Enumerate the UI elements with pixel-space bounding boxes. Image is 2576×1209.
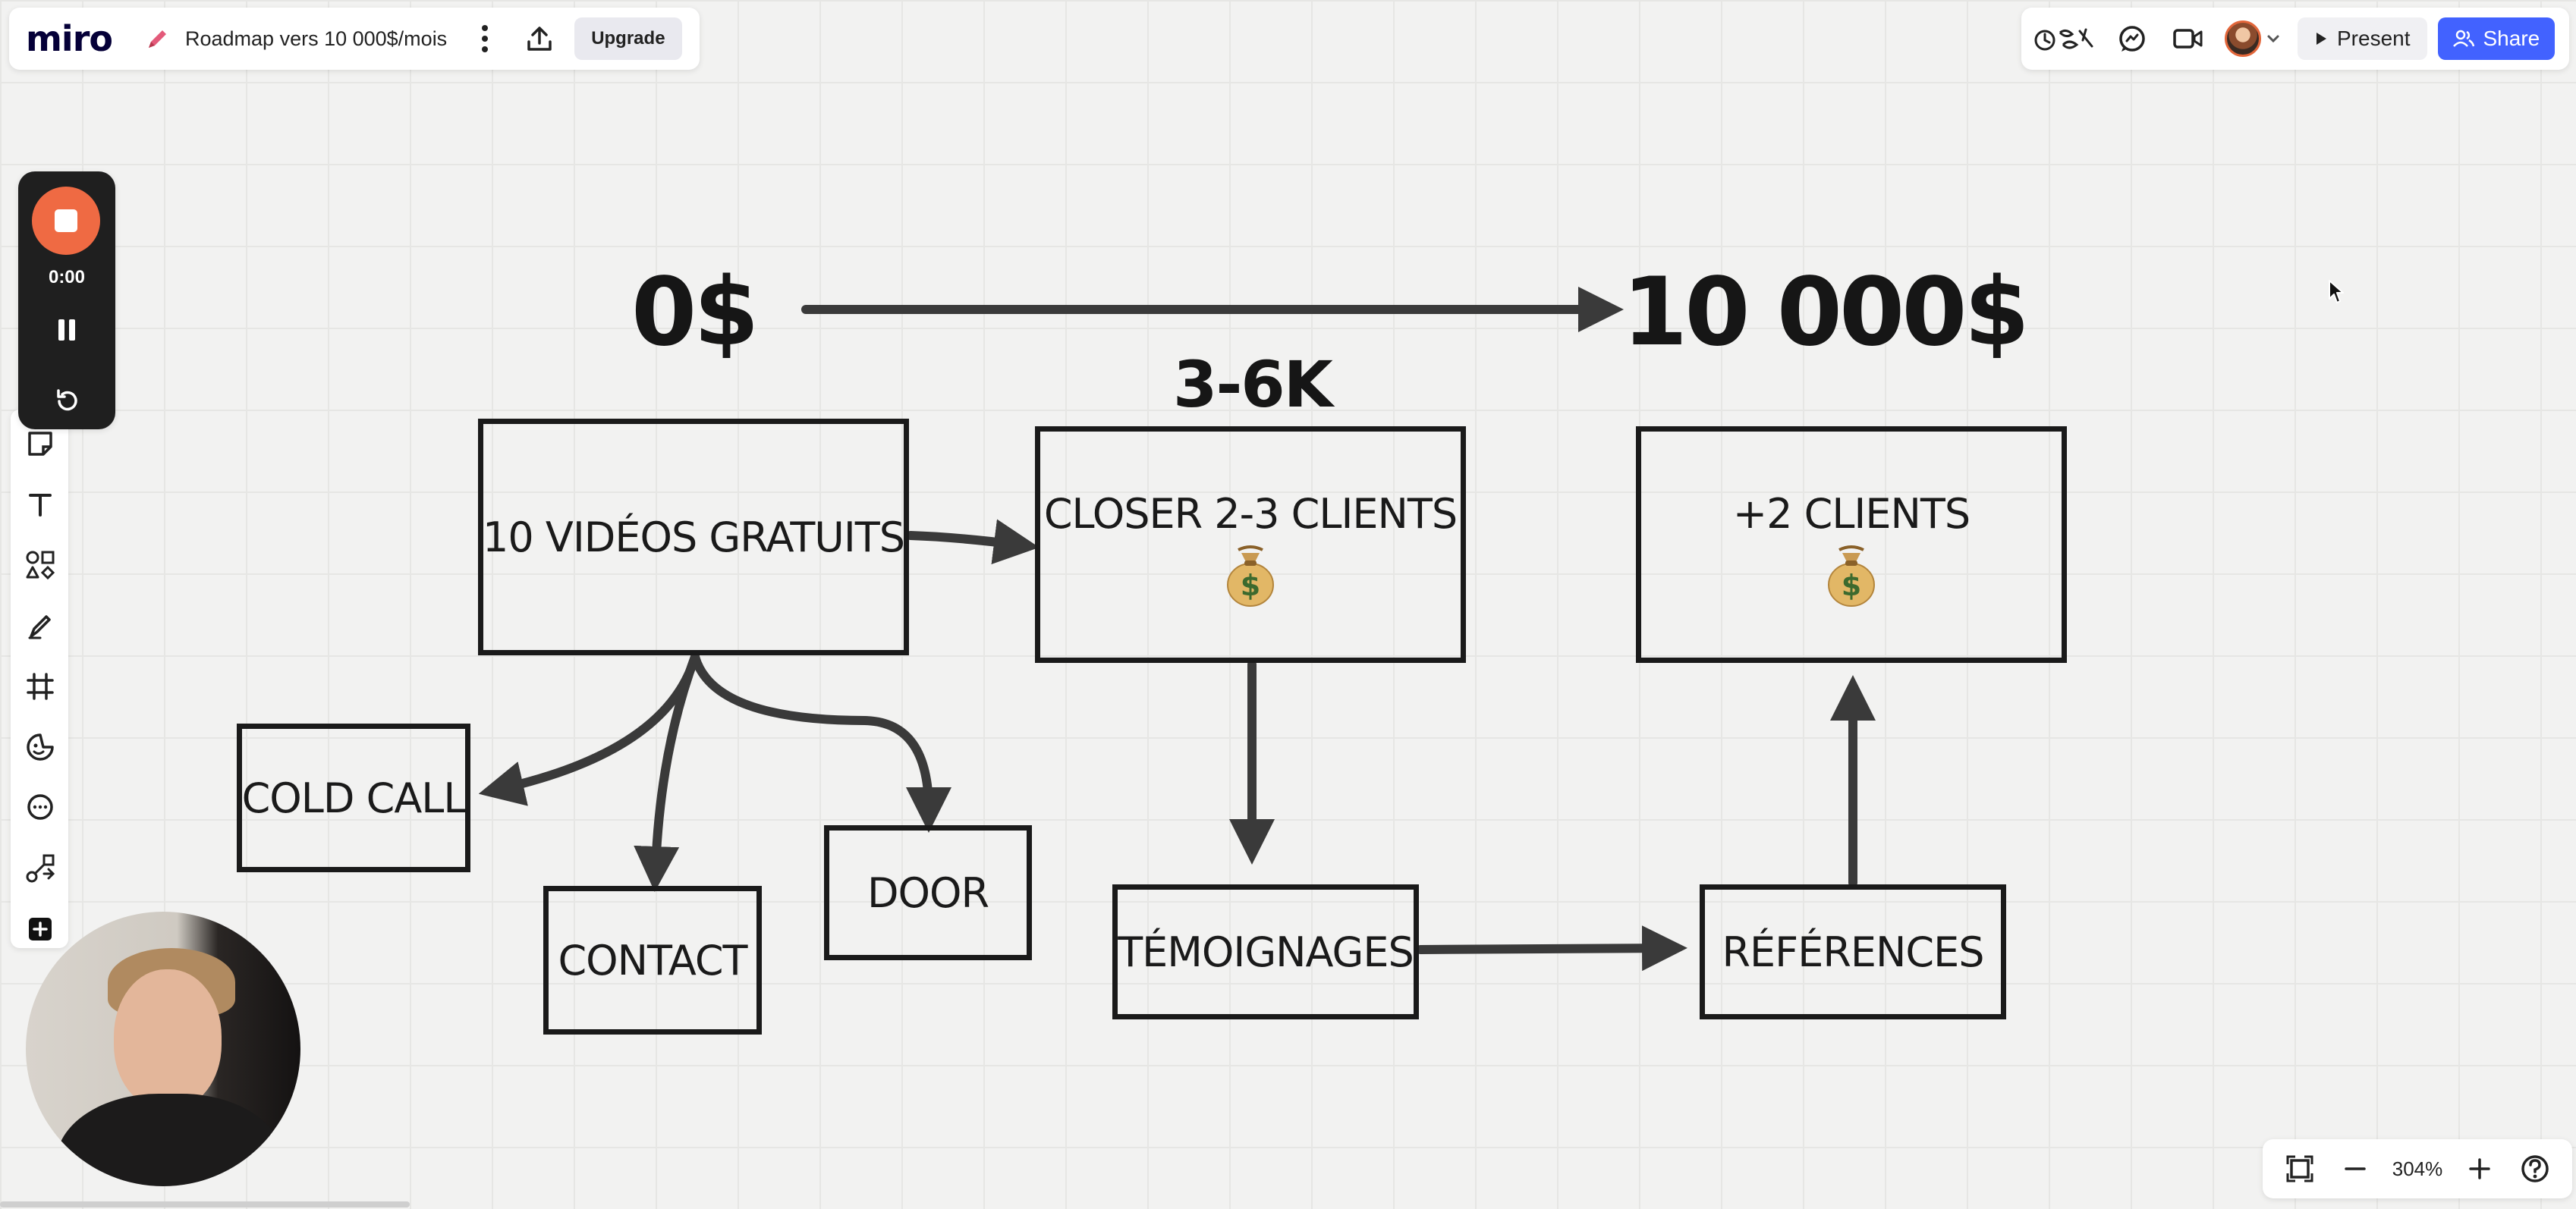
upload-icon[interactable]: [518, 17, 561, 60]
node-closer-clients[interactable]: CLOSER 2-3 CLIENTS $: [1035, 426, 1466, 663]
node-label: TÉMOIGNAGES: [1118, 928, 1414, 976]
start-amount-label[interactable]: 0$: [631, 258, 760, 367]
node-contact[interactable]: CONTACT: [543, 886, 762, 1035]
collaboration-toolbar: Present Share: [2021, 8, 2569, 70]
present-button[interactable]: Present: [2298, 17, 2427, 60]
node-label: CONTACT: [558, 936, 747, 984]
milestone-amount-label[interactable]: 3-6K: [1173, 347, 1333, 422]
user-menu[interactable]: [2225, 20, 2281, 57]
connection-line-icon[interactable]: [21, 849, 59, 887]
zoom-in-icon[interactable]: [2461, 1150, 2499, 1188]
avatar[interactable]: [2225, 20, 2261, 57]
more-options-icon[interactable]: [470, 20, 500, 58]
node-testimonials[interactable]: TÉMOIGNAGES: [1112, 884, 1419, 1019]
fit-to-screen-icon[interactable]: [2281, 1150, 2319, 1188]
arrow-videos-to-coldcall: [478, 652, 700, 806]
svg-text:$: $: [1842, 569, 1861, 602]
node-door[interactable]: DOOR: [824, 825, 1032, 960]
node-free-videos[interactable]: 10 VIDÉOS GRATUITS: [478, 419, 909, 655]
creation-toolbar: [11, 410, 68, 948]
screen-recorder: 0:00: [18, 171, 115, 429]
present-label: Present: [2337, 27, 2411, 50]
chat-icon[interactable]: [2109, 16, 2155, 61]
text-tool-icon[interactable]: [21, 485, 59, 523]
node-references[interactable]: RÉFÉRENCES: [1700, 884, 2006, 1019]
webcam-person-body: [56, 1094, 284, 1186]
money-bag-icon: $: [1823, 542, 1880, 608]
sticker-icon[interactable]: [21, 728, 59, 766]
stop-recording-button[interactable]: [32, 187, 100, 255]
arrow-videos-to-contact: [634, 652, 700, 892]
horizontal-scrollbar[interactable]: [0, 1201, 410, 1207]
chevron-down-icon[interactable]: [2266, 33, 2281, 44]
arrow-videos-to-closer: [906, 519, 1040, 565]
pause-icon[interactable]: [52, 311, 82, 349]
reactions-icon[interactable]: [2030, 16, 2099, 61]
zoom-controls: 304%: [2263, 1139, 2572, 1198]
board-toolbar: miro Roadmap vers 10 000$/mois Upgrade: [9, 8, 700, 70]
frame-icon[interactable]: [21, 667, 59, 705]
comment-icon[interactable]: [21, 789, 59, 827]
node-plus-two-clients[interactable]: +2 CLIENTS $: [1636, 426, 2067, 663]
webcam-person-face: [114, 969, 222, 1109]
video-call-icon[interactable]: [2166, 16, 2211, 61]
add-apps-icon[interactable]: [21, 910, 59, 948]
sticky-note-icon[interactable]: [21, 425, 59, 463]
arrow-temoignages-to-references: [1416, 925, 1687, 972]
webcam-overlay[interactable]: [26, 912, 300, 1186]
help-icon[interactable]: [2516, 1150, 2554, 1188]
zoom-level[interactable]: 304%: [2392, 1157, 2443, 1180]
goal-amount-label[interactable]: 10 000$: [1622, 258, 2030, 367]
miro-logo[interactable]: miro: [26, 18, 113, 59]
share-label: Share: [2483, 27, 2540, 50]
node-label: DOOR: [867, 868, 989, 917]
mouse-cursor-icon: [2328, 279, 2346, 305]
money-bag-icon: $: [1222, 542, 1279, 608]
svg-text:$: $: [1241, 569, 1260, 602]
node-label: +2 CLIENTS: [1732, 489, 1971, 538]
pencil-icon[interactable]: [143, 24, 173, 54]
restart-icon[interactable]: [49, 382, 86, 420]
node-cold-call[interactable]: COLD CALL: [237, 724, 470, 872]
node-label: 10 VIDÉOS GRATUITS: [483, 513, 905, 561]
stop-icon: [55, 209, 77, 232]
node-label: RÉFÉRENCES: [1722, 928, 1985, 976]
upgrade-button[interactable]: Upgrade: [574, 17, 682, 60]
users-icon: [2452, 30, 2474, 48]
play-icon: [2314, 31, 2328, 46]
node-label: CLOSER 2-3 CLIENTS: [1043, 489, 1458, 538]
zoom-out-icon[interactable]: [2336, 1150, 2374, 1188]
shapes-icon[interactable]: [21, 546, 59, 584]
board-title[interactable]: Roadmap vers 10 000$/mois: [185, 27, 448, 50]
node-label: COLD CALL: [241, 774, 467, 822]
recording-time: 0:00: [48, 267, 86, 287]
share-button[interactable]: Share: [2437, 17, 2556, 60]
arrow-videos-to-door: [690, 652, 951, 833]
pen-icon[interactable]: [21, 607, 59, 645]
